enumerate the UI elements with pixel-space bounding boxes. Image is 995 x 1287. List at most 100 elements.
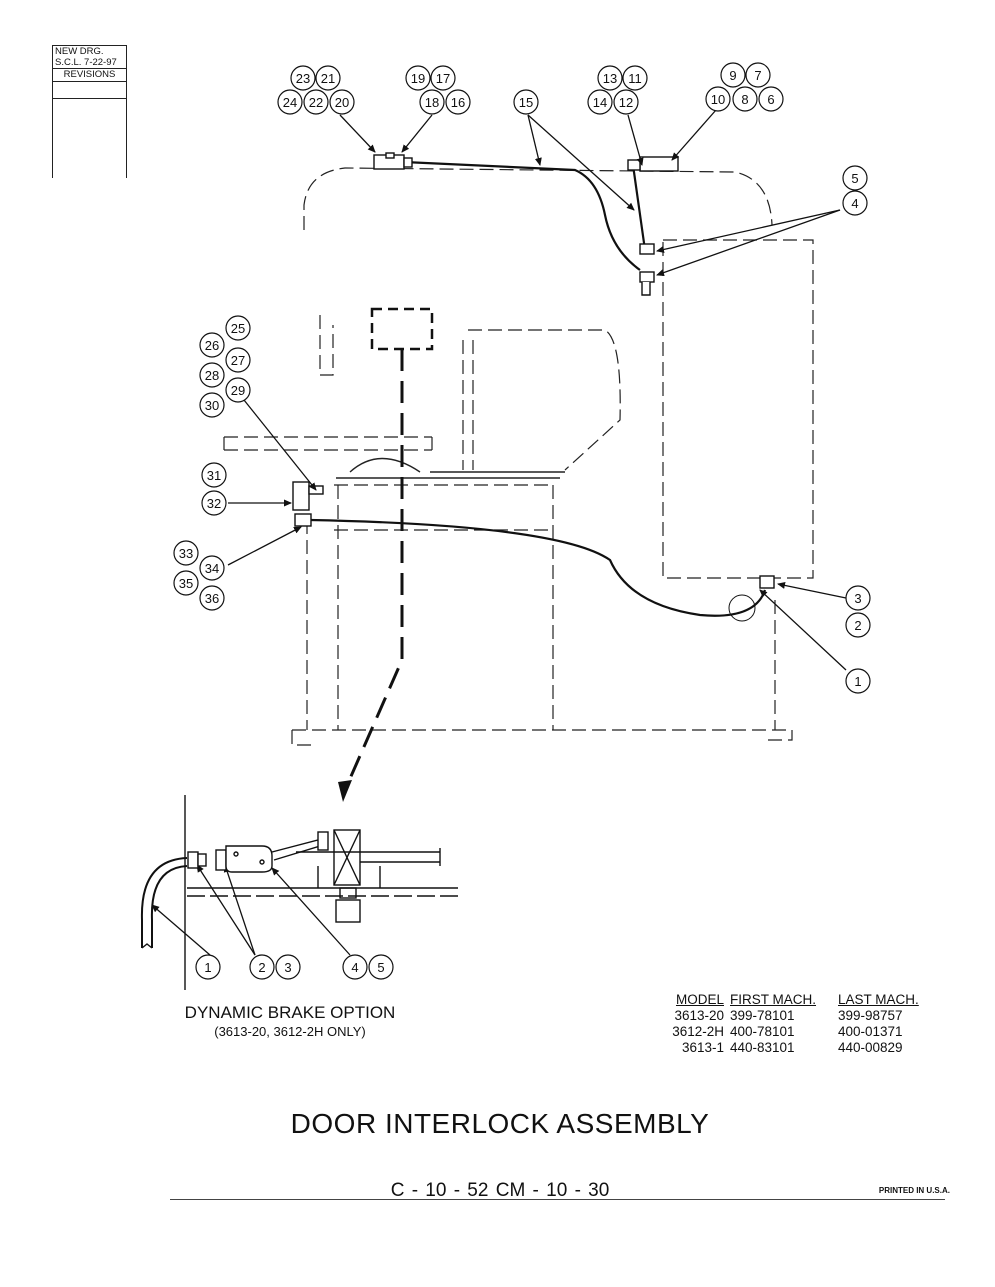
revision-line-new-drg: NEW DRG. [55, 46, 104, 57]
leader-lines [151, 109, 847, 956]
callout-2: 2 [845, 612, 871, 638]
callout-33: 33 [173, 540, 199, 566]
svg-text:6: 6 [767, 92, 774, 107]
callout-balloons: 23 21 24 22 20 19 17 18 16 15 13 11 14 1… [173, 62, 871, 980]
svg-text:13: 13 [603, 71, 617, 86]
callout-11: 11 [622, 65, 648, 91]
callout-9: 9 [720, 62, 746, 88]
callout-26: 26 [199, 332, 225, 358]
table-row: 3613-20 399-78101 399-98757 [652, 1008, 944, 1024]
callout-36: 36 [199, 585, 225, 611]
callout-19: 19 [405, 65, 431, 91]
brake-callout-5: 5 [368, 954, 394, 980]
svg-text:1: 1 [854, 674, 861, 689]
dynamic-brake-title: DYNAMIC BRAKE OPTION [184, 1003, 396, 1022]
svg-text:22: 22 [309, 95, 323, 110]
svg-text:15: 15 [519, 95, 533, 110]
table-row: 3612-2H 400-78101 400-01371 [652, 1024, 944, 1040]
cable-clamp-circle [728, 594, 756, 622]
callout-20: 20 [329, 89, 355, 115]
first-mach-cell: 440-83101 [730, 1040, 795, 1055]
svg-text:26: 26 [205, 338, 219, 353]
revision-line-author-date: S.C.L. 7-22-97 [55, 57, 117, 68]
svg-text:30: 30 [205, 398, 219, 413]
svg-text:34: 34 [205, 561, 219, 576]
svg-text:8: 8 [741, 92, 748, 107]
svg-text:24: 24 [283, 95, 297, 110]
svg-text:29: 29 [231, 383, 245, 398]
svg-text:1: 1 [204, 960, 211, 975]
callout-28: 28 [199, 362, 225, 388]
callout-34: 34 [199, 555, 225, 581]
svg-text:35: 35 [179, 576, 193, 591]
revisions-header: REVISIONS [53, 68, 126, 82]
wheel-arc [336, 457, 565, 479]
callout-32: 32 [201, 490, 227, 516]
callout-16: 16 [445, 89, 471, 115]
printed-in-usa: PRINTED IN U.S.A. [878, 1186, 950, 1195]
svg-text:5: 5 [377, 960, 384, 975]
callout-15: 15 [513, 89, 539, 115]
svg-text:33: 33 [179, 546, 193, 561]
callout-8: 8 [732, 86, 758, 112]
callout-13: 13 [597, 65, 623, 91]
interlock-cables [309, 160, 767, 617]
brake-callout-4: 4 [342, 954, 368, 980]
first-mach-cell: 399-78101 [730, 1008, 795, 1023]
svg-text:3: 3 [284, 960, 291, 975]
svg-text:5: 5 [851, 171, 858, 186]
svg-text:18: 18 [425, 95, 439, 110]
callout-7: 7 [745, 62, 771, 88]
revision-block: NEW DRG. S.C.L. 7-22-97 REVISIONS [52, 45, 127, 178]
svg-text:21: 21 [321, 71, 335, 86]
table-row: 3613-1 440-83101 440-00829 [652, 1040, 944, 1056]
header-model: MODEL [675, 992, 724, 1007]
svg-text:7: 7 [754, 68, 761, 83]
svg-text:36: 36 [205, 591, 219, 606]
callout-4: 4 [842, 190, 868, 216]
header-last-mach: LAST MACH. [838, 992, 919, 1007]
callout-30: 30 [199, 392, 225, 418]
page-title: DOOR INTERLOCK ASSEMBLY [290, 1108, 710, 1139]
svg-text:28: 28 [205, 368, 219, 383]
svg-text:32: 32 [207, 496, 221, 511]
last-mach-cell: 440-00829 [838, 1040, 903, 1055]
svg-text:11: 11 [628, 71, 642, 86]
svg-text:4: 4 [351, 960, 358, 975]
switch-components [292, 152, 775, 589]
svg-text:16: 16 [451, 95, 465, 110]
svg-text:23: 23 [296, 71, 310, 86]
callout-24: 24 [277, 89, 303, 115]
callout-1: 1 [845, 668, 871, 694]
callout-12: 12 [613, 89, 639, 115]
model-cell: 3613-20 [674, 1008, 724, 1023]
callout-21: 21 [315, 65, 341, 91]
svg-text:4: 4 [851, 196, 858, 211]
svg-text:20: 20 [335, 95, 349, 110]
last-mach-cell: 400-01371 [838, 1024, 903, 1039]
callout-18: 18 [419, 89, 445, 115]
dynamic-brake-subtitle: (3613-20, 3612-2H ONLY) [214, 1024, 366, 1039]
svg-text:31: 31 [207, 468, 221, 483]
callout-14: 14 [587, 89, 613, 115]
svg-text:12: 12 [619, 95, 633, 110]
revision-row [53, 82, 126, 99]
svg-text:25: 25 [231, 321, 245, 336]
machine-frame [223, 167, 814, 746]
svg-text:2: 2 [854, 618, 861, 633]
model-cell: 3612-2H [672, 1024, 724, 1039]
callout-5: 5 [842, 165, 868, 191]
callout-25: 25 [225, 315, 251, 341]
brake-callout-3: 3 [275, 954, 301, 980]
brake-callout-1: 1 [195, 954, 221, 980]
svg-text:3: 3 [854, 591, 861, 606]
brake-location-box [370, 307, 434, 351]
callout-22: 22 [303, 89, 329, 115]
callout-10: 10 [705, 86, 731, 112]
svg-text:10: 10 [711, 92, 725, 107]
drawing-number: C - 10 - 52 CM - 10 - 30 [390, 1180, 610, 1201]
callout-29: 29 [225, 377, 251, 403]
callout-23: 23 [290, 65, 316, 91]
dynamic-brake-detail [140, 795, 458, 990]
callout-27: 27 [225, 347, 251, 373]
